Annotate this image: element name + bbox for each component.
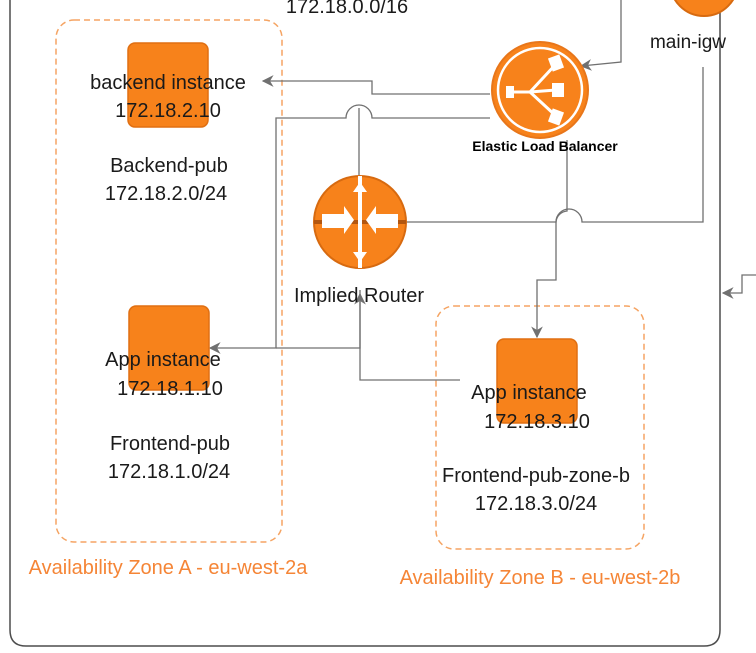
router-label: Implied Router [294,285,424,307]
vpc-cidr-label: 172.18.0.0/16 [286,0,408,18]
connector-igw-to-router [386,67,704,228]
app-instance-zone-a[interactable]: App instance 172.18.1.10 [105,305,223,400]
internet-gateway-icon [673,0,735,17]
connector-router-to-app-b [354,292,460,381]
connector-backend-to-app-a [208,104,490,354]
implied-router[interactable]: Implied Router [294,175,424,307]
availability-zone-b-box [435,305,645,550]
backend-instance-name: backend instance [90,72,246,94]
ec2-instance-icon [128,305,210,391]
app-instance-a-ip: 172.18.1.10 [117,378,223,400]
backend-subnet-name: Backend-pub [110,155,228,177]
availability-zone-a-box [55,19,283,543]
frontend-subnet-cidr: 172.18.1.0/24 [108,461,230,483]
connector-elb-to-app-b [531,140,568,339]
connectors [208,0,756,381]
availability-zone-a-label: Availability Zone A - eu-west-2a [29,557,309,579]
router-icon [313,175,407,269]
app-instance-b-name: App instance [471,382,587,404]
app-instance-a-name: App instance [105,349,221,371]
connector-right-stub [721,274,756,299]
elb-label: Elastic Load Balancer [472,138,618,154]
backend-subnet-cidr: 172.18.2.0/24 [105,183,227,205]
app-instance-b-ip: 172.18.3.10 [484,411,590,433]
frontend-subnet-name: Frontend-pub [110,433,230,455]
ec2-instance-icon [127,42,209,128]
elastic-load-balancer[interactable]: Elastic Load Balancer [472,41,618,154]
connector-elb-to-backend [261,75,490,95]
vpc-frame [9,0,721,647]
frontend-zone-b-subnet-cidr: 172.18.3.0/24 [475,493,597,515]
frontend-zone-b-subnet-name: Frontend-pub-zone-b [442,465,630,487]
ec2-instance-icon [496,338,578,424]
internet-gateway[interactable]: main-igw [650,0,738,53]
connector-igw-to-elb [579,0,622,71]
backend-instance[interactable]: backend instance 172.18.2.10 [90,42,246,128]
load-balancer-icon [491,41,589,139]
backend-instance-ip: 172.18.2.10 [115,100,221,122]
igw-label: main-igw [650,32,726,53]
availability-zone-b-label: Availability Zone B - eu-west-2b [400,567,681,589]
app-instance-zone-b[interactable]: App instance 172.18.3.10 [471,338,590,433]
